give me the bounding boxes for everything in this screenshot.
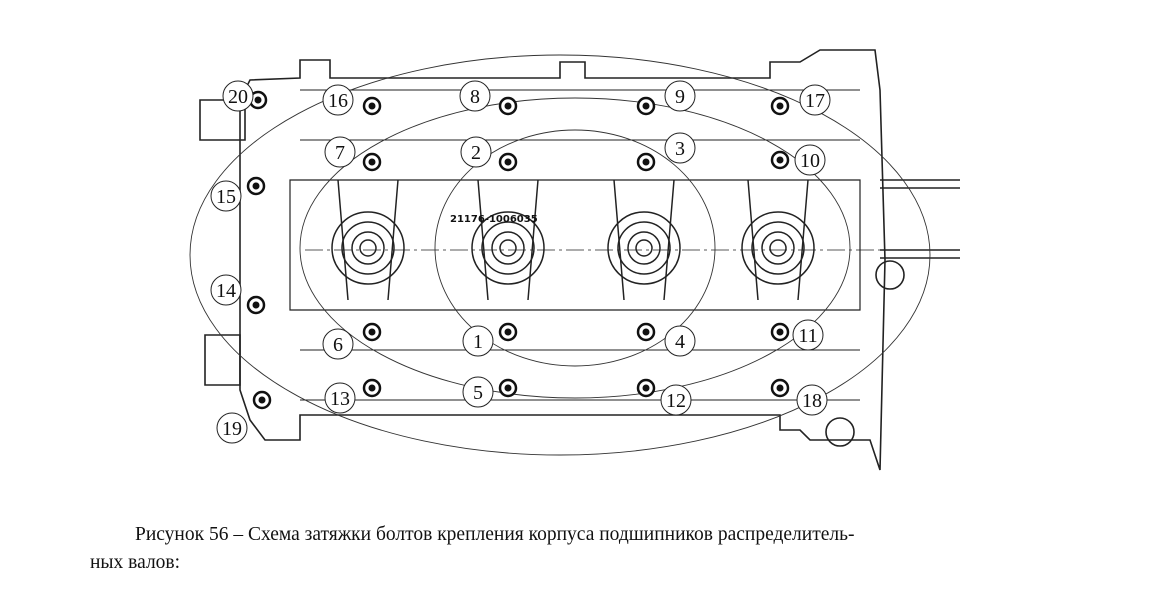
bolt-number-label: 20	[228, 86, 248, 108]
bolt-16: 16	[322, 84, 382, 116]
camshaft-journal	[359, 239, 377, 257]
bolt-13: 13	[324, 378, 382, 414]
journal-cap	[613, 179, 675, 301]
camshaft-journal	[331, 211, 405, 285]
bolt-number-label: 12	[666, 390, 686, 412]
bolt-20: 20	[222, 80, 268, 112]
camshaft-journal	[471, 211, 545, 285]
bolt-number-label: 1	[473, 331, 483, 353]
tightening-sequence-ellipses	[189, 54, 931, 456]
camshaft-journal	[751, 221, 805, 275]
bolt-4: 4	[636, 322, 696, 357]
figure-caption-line2: ных валов:	[90, 552, 181, 573]
bolt-10: 10	[770, 144, 826, 176]
bolt-18: 18	[770, 378, 828, 416]
figure-caption-line1: Рисунок 56 – Схема затяжки болтов крепле…	[135, 524, 855, 545]
head-outline	[199, 49, 960, 471]
bolt-15: 15	[210, 176, 266, 212]
bolt-number-label: 15	[216, 186, 236, 208]
camshaft-journal	[769, 239, 787, 257]
camshaft-journal	[351, 231, 385, 265]
camshaft-journal	[499, 239, 517, 257]
camshaft-journal	[741, 211, 815, 285]
bolt-6: 6	[322, 322, 382, 360]
bolt-number-label: 13	[330, 388, 350, 410]
bolt-7: 7	[324, 136, 382, 172]
bolt-3: 3	[636, 132, 696, 172]
bolt-number-label: 10	[800, 150, 820, 172]
camshaft-journal	[491, 231, 525, 265]
bolt-number-label: 3	[675, 138, 685, 160]
bolt-19: 19	[216, 390, 272, 444]
bolt-number-label: 7	[335, 142, 345, 164]
bolt-number-label: 17	[805, 90, 825, 112]
bolt-number-label: 16	[328, 90, 348, 112]
journal-cap	[747, 179, 809, 301]
journal-cap	[337, 179, 399, 301]
camshaft-journal	[481, 221, 535, 275]
bolt-8: 8	[459, 80, 518, 116]
camshaft-journal	[627, 231, 661, 265]
bolt-number-label: 19	[222, 418, 242, 440]
bolt-11: 11	[770, 319, 824, 351]
bolt-number-label: 2	[471, 142, 481, 164]
bolt-12: 12	[636, 378, 692, 416]
camshaft-journal	[761, 231, 795, 265]
part-number: 21176-1006035	[450, 214, 538, 225]
bolt-number-label: 8	[470, 86, 480, 108]
bolt-number-label: 6	[333, 334, 343, 356]
bolt-1: 1	[462, 322, 518, 357]
bolt-5: 5	[462, 376, 518, 408]
camshaft-journal	[607, 211, 681, 285]
bolt-2: 2	[460, 136, 518, 172]
bolt-number-label: 9	[675, 86, 685, 108]
bolt-number-label: 5	[473, 382, 483, 404]
bolt-number-label: 14	[216, 280, 236, 302]
bolt-number-label: 4	[675, 331, 685, 353]
camshaft-journal	[341, 221, 395, 275]
camshaft-journals	[331, 179, 815, 301]
bolt-number-label: 11	[798, 325, 817, 347]
journal-cap	[477, 179, 539, 301]
bolt-9: 9	[636, 80, 696, 116]
bolt-14: 14	[210, 274, 266, 315]
camshaft-journal	[635, 239, 653, 257]
bolt-number-label: 18	[802, 390, 822, 412]
camshaft-journal	[617, 221, 671, 275]
bolt-17: 17	[770, 84, 831, 116]
